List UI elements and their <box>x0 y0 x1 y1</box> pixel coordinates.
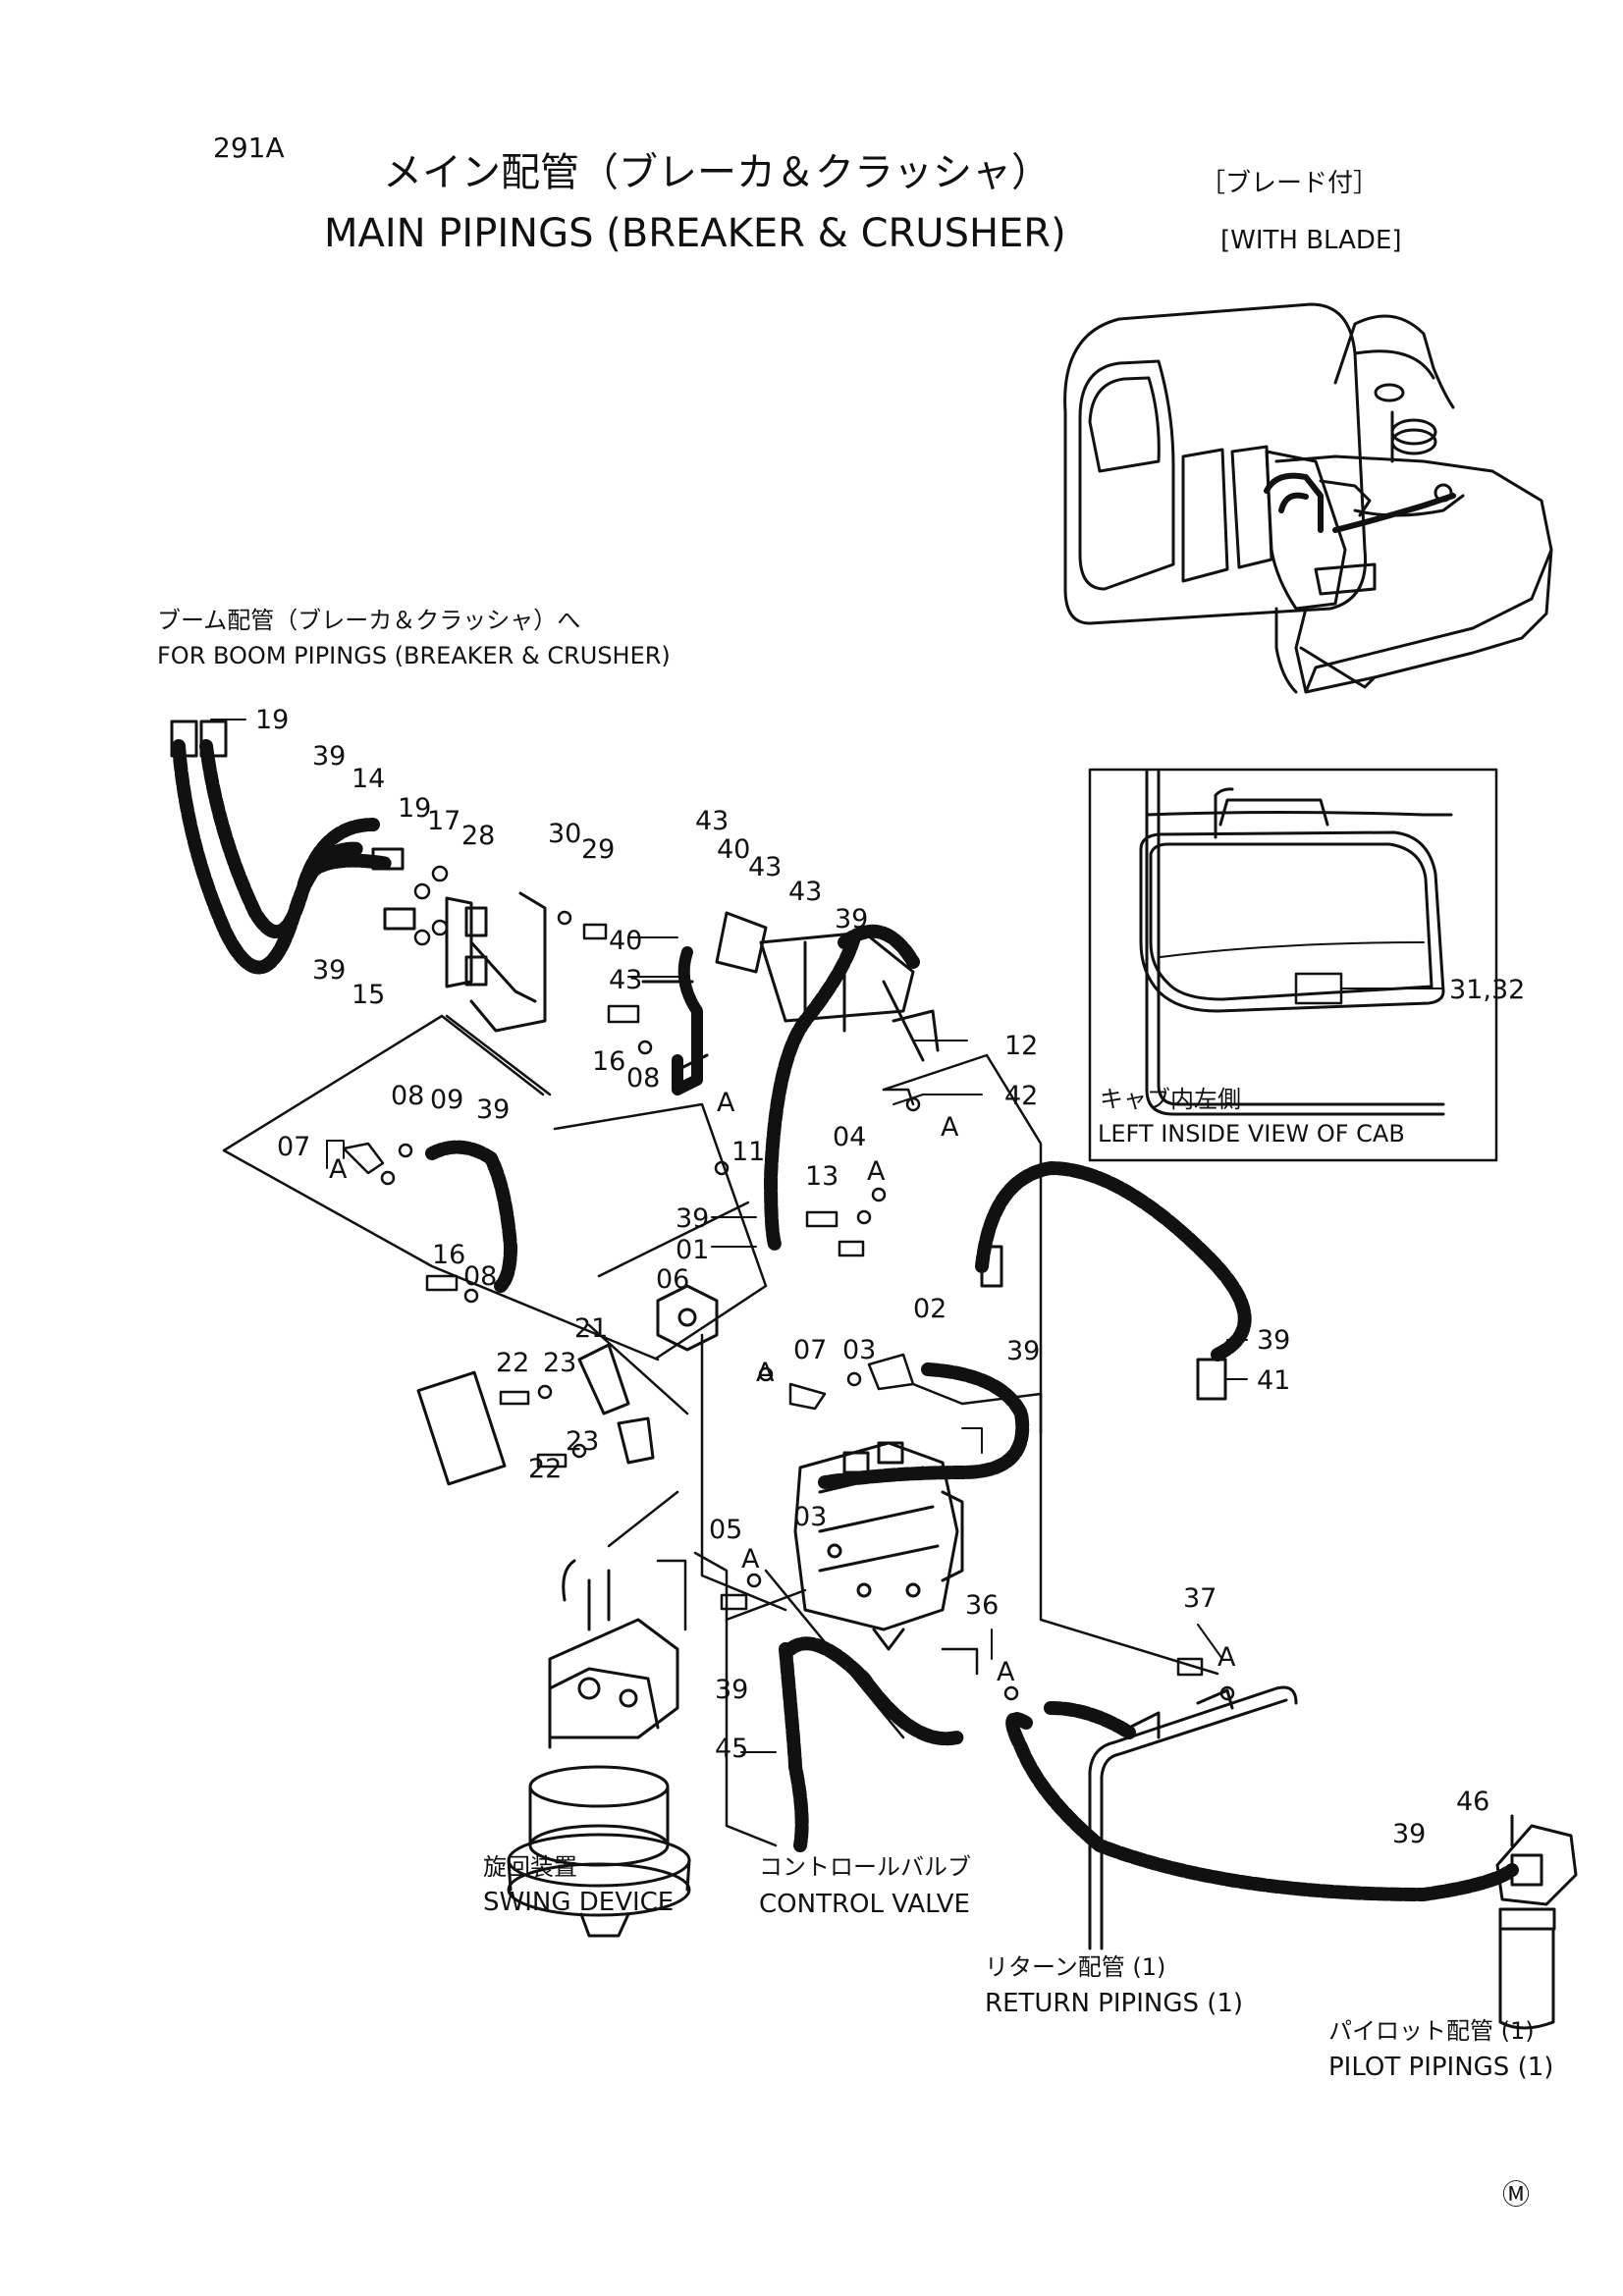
connector-a-marker: A <box>717 1088 735 1118</box>
part-callout: 01 <box>676 1235 710 1265</box>
part-callout: 39 <box>1257 1325 1291 1356</box>
pilot-pipings-label-jp: パイロット配管 (1) <box>1328 2017 1535 2045</box>
part-callout: 39 <box>715 1675 749 1705</box>
inset-title-jp: キャブ内左側 <box>1100 1086 1241 1113</box>
connector-a-marker: A <box>756 1358 775 1388</box>
part-callout: 36 <box>965 1590 1000 1621</box>
connector-a-marker: A <box>867 1156 886 1187</box>
boom-pipings-label-en: FOR BOOM PIPINGS (BREAKER & CRUSHER) <box>157 642 671 669</box>
return-pipe-frame <box>1088 1685 1298 1950</box>
part-callout: 05 <box>709 1515 743 1545</box>
part-callout: 09 <box>430 1085 464 1115</box>
page-title-en-suffix: [WITH BLADE] <box>1220 226 1402 255</box>
part-callout: 19 <box>398 793 432 824</box>
page-code: 291A <box>213 132 285 164</box>
part-callout: 40 <box>609 926 643 956</box>
part-callout: 41 <box>1257 1365 1291 1396</box>
part-callout: 15 <box>352 980 386 1010</box>
inset-ref-label: 31,32 <box>1449 975 1526 1005</box>
part-callout: 08 <box>391 1081 425 1111</box>
part-callout: 37 <box>1183 1583 1217 1614</box>
part-callout: 30 <box>548 819 582 849</box>
swing-device-label-en: SWING DEVICE <box>483 1888 675 1917</box>
page-title-jp-suffix: ［ブレード付］ <box>1200 169 1380 198</box>
part-callout: 45 <box>715 1734 749 1764</box>
part-callout: 11 <box>731 1137 766 1167</box>
control-valve-illustration <box>793 1441 964 1651</box>
part-callout: 04 <box>833 1122 867 1152</box>
connection-lines <box>222 1014 1219 1847</box>
pilot-filter-illustration <box>1495 1814 1578 2030</box>
part-callout: 07 <box>277 1132 311 1162</box>
connector-a-marker: A <box>997 1657 1015 1687</box>
page-title-en: MAIN PIPINGS (BREAKER & CRUSHER) <box>324 211 1066 256</box>
part-callout: 16 <box>432 1240 466 1270</box>
part-callout: 12 <box>1004 1031 1039 1061</box>
part-callout: 23 <box>566 1426 600 1457</box>
part-callout: 40 <box>717 834 751 865</box>
part-callout: 43 <box>788 877 823 907</box>
connector-a-marker: A <box>329 1154 348 1185</box>
part-callout: 39 <box>312 741 347 772</box>
brackets <box>416 891 719 1486</box>
part-callout: 46 <box>1456 1787 1490 1817</box>
pilot-pipings-label-en: PILOT PIPINGS (1) <box>1328 2053 1554 2082</box>
excavator-cab-illustration <box>1063 302 1553 694</box>
part-callout: 39 <box>312 955 347 986</box>
part-callout: 06 <box>656 1264 690 1295</box>
hose-fittings <box>170 720 1543 1887</box>
part-callout: 16 <box>592 1046 626 1077</box>
part-callout: 03 <box>842 1335 877 1365</box>
part-callout: 02 <box>913 1294 947 1324</box>
page-title-jp: メイン配管（ブレーカ＆クラッシャ） <box>383 150 1051 195</box>
part-callout: 39 <box>1006 1336 1041 1366</box>
part-callout: 22 <box>528 1454 563 1484</box>
connector-a-marker: A <box>741 1544 760 1575</box>
part-callout: 08 <box>626 1063 661 1094</box>
part-callout: 21 <box>574 1313 609 1344</box>
fitting-assembly <box>641 911 940 1095</box>
leader-lines <box>210 719 1248 1753</box>
manufacturer-mark: Ⓜ <box>1502 2178 1531 2211</box>
hoses <box>172 739 1519 1901</box>
part-callout: 43 <box>609 965 643 995</box>
connector-a-marker: A <box>1217 1642 1236 1673</box>
part-callout: 17 <box>427 806 461 836</box>
part-callout: 03 <box>793 1502 828 1532</box>
part-callout: 19 <box>255 705 290 735</box>
part-callout: 29 <box>581 834 616 865</box>
small-hardware <box>342 865 1235 1701</box>
boom-pipings-label-jp: ブーム配管（ブレーカ＆クラッシャ）へ <box>157 607 581 634</box>
swing-device-label-jp: 旋回装置 <box>483 1853 577 1881</box>
part-callout: 23 <box>543 1348 577 1378</box>
part-callout: 22 <box>496 1348 530 1378</box>
part-callout: 39 <box>676 1203 710 1234</box>
control-valve-label-en: CONTROL VALVE <box>759 1890 970 1919</box>
part-callout: 13 <box>805 1161 839 1192</box>
part-callout: 43 <box>695 806 730 836</box>
part-callout: 14 <box>352 764 386 794</box>
return-pipings-label-en: RETURN PIPINGS (1) <box>985 1989 1244 2018</box>
return-pipings-label-jp: リターン配管 (1) <box>985 1953 1166 1981</box>
part-callout: 39 <box>835 904 869 934</box>
part-callout: 08 <box>463 1261 498 1292</box>
control-valve-label-jp: コントロールバルブ <box>759 1853 971 1881</box>
swing-device-illustration <box>507 1559 691 1938</box>
part-callout: 28 <box>461 821 496 851</box>
cab-inset-frame <box>1088 768 1498 1162</box>
connector-a-marker: A <box>941 1112 959 1143</box>
part-callout: 07 <box>793 1335 828 1365</box>
inset-title-en: LEFT INSIDE VIEW OF CAB <box>1098 1120 1405 1148</box>
part-callout: 39 <box>476 1095 511 1125</box>
part-callout: 39 <box>1392 1819 1427 1849</box>
part-callout: 43 <box>748 852 783 882</box>
part-callout: 42 <box>1004 1081 1039 1111</box>
